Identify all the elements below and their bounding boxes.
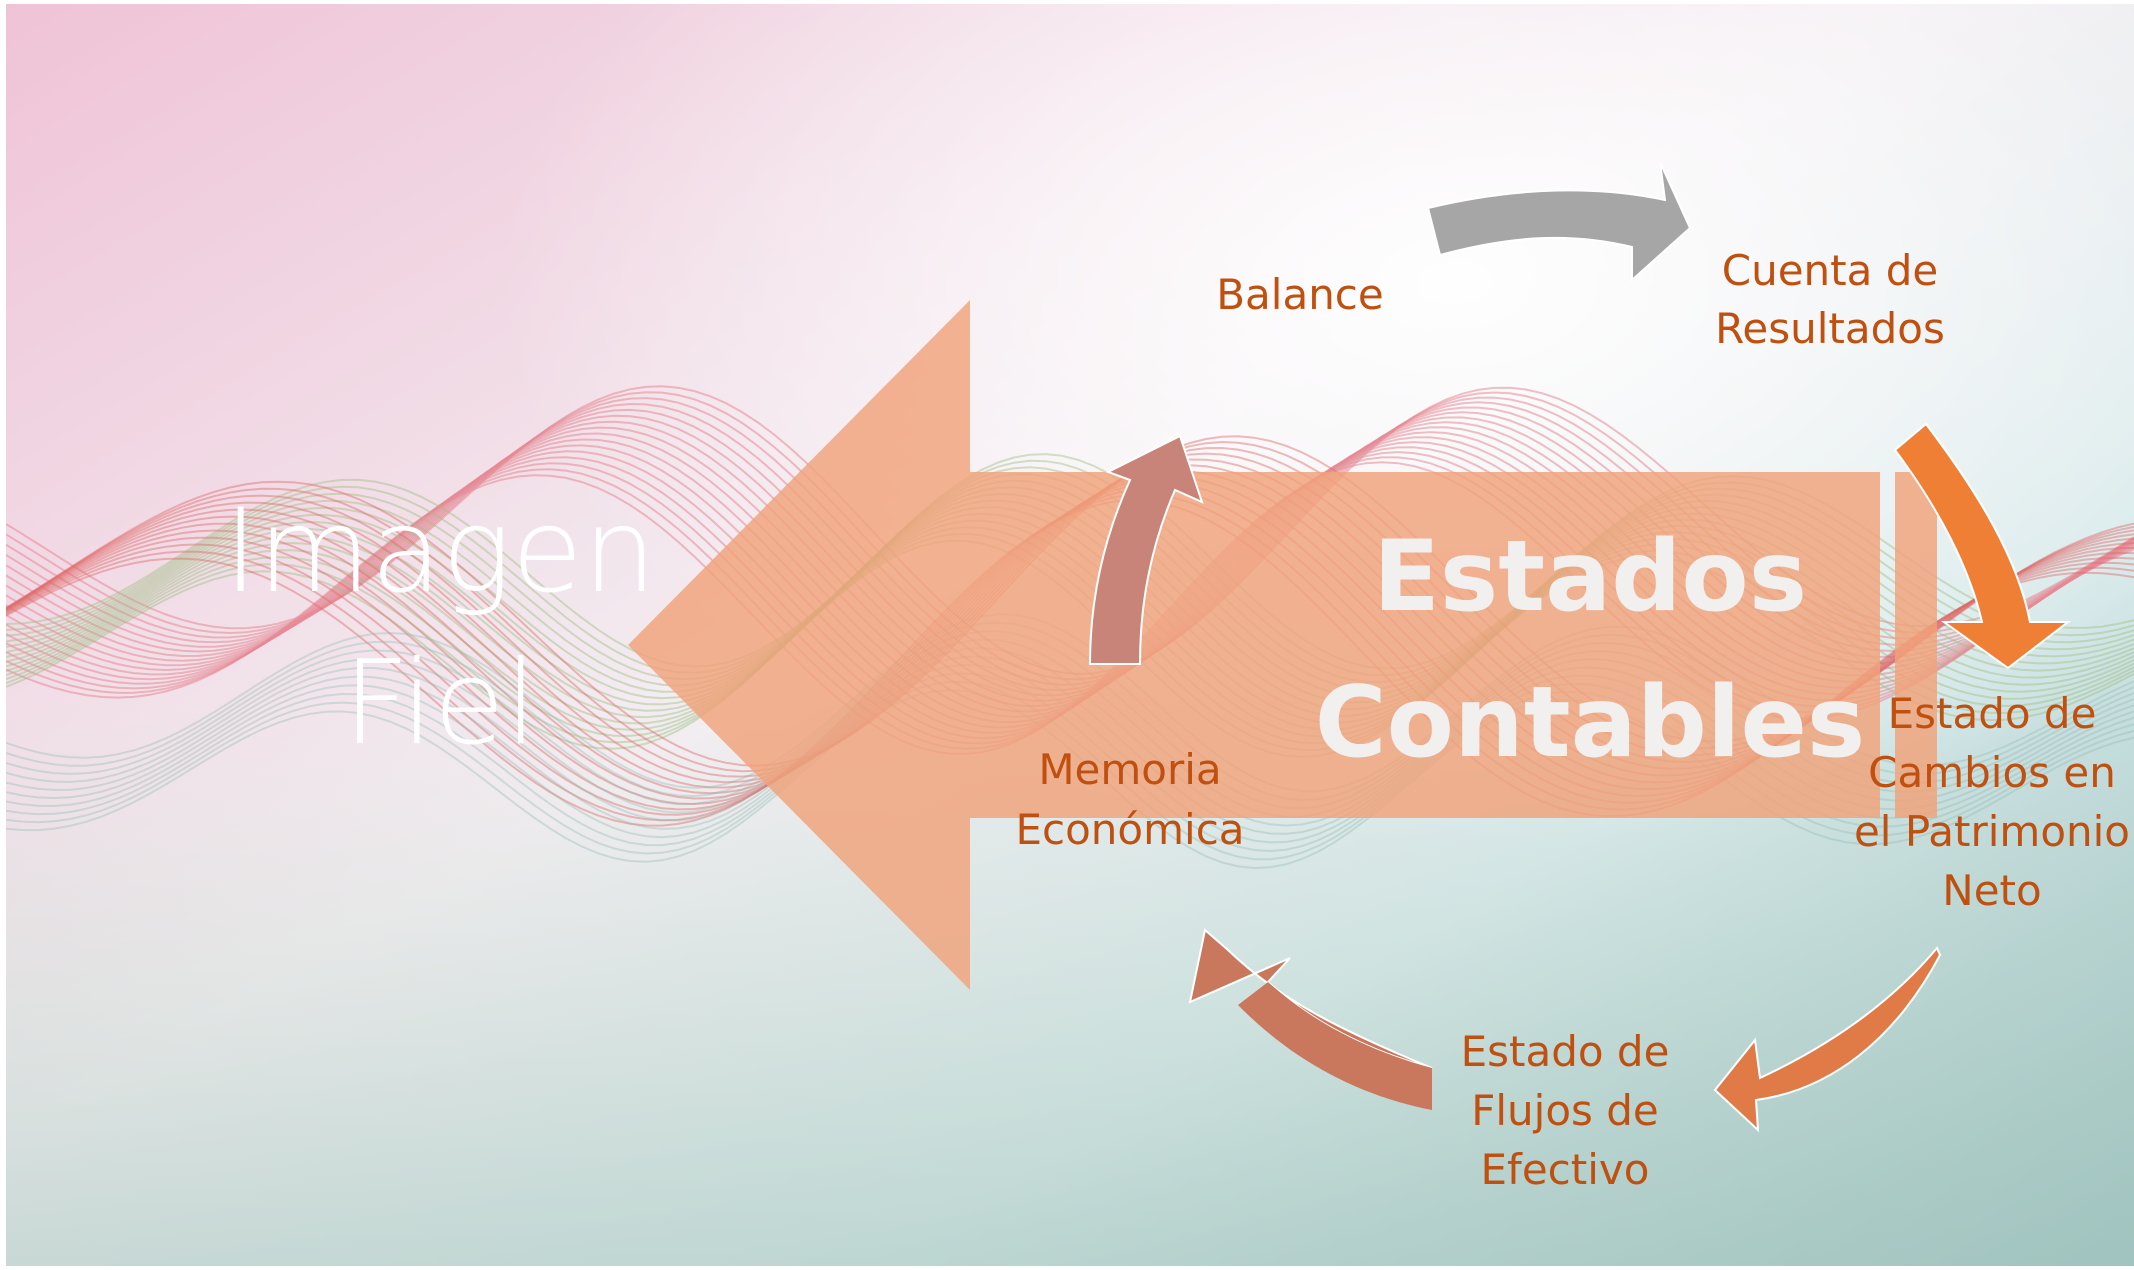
label-estado-flujos: Estado de Flujos de Efectivo: [1400, 1022, 1730, 1199]
label-cambios-line-4: Neto: [1942, 866, 2042, 915]
curved-arrow-icon: [1893, 422, 2071, 670]
curved-arrow-icon: [1088, 434, 1204, 665]
label-estado-cambios: Estado de Cambios en el Patrimonio Neto: [1826, 684, 2134, 920]
left-arrow-icon: [628, 300, 1880, 990]
label-cuenta-line-1: Cuenta de: [1721, 246, 1939, 295]
label-memoria-economica: Memoria Económica: [980, 740, 1280, 860]
center-estados-contables: Estados Contables: [1300, 504, 1880, 796]
center-line-2: Contables: [1314, 666, 1866, 780]
label-cuenta-resultados: Cuenta de Resultados: [1660, 242, 2000, 358]
curved-arrow-icon: [1713, 946, 1942, 1133]
title-line-1: Imagen: [223, 484, 657, 619]
label-memoria-line-1: Memoria: [1038, 745, 1222, 794]
label-flujos-line-1: Estado de: [1460, 1027, 1670, 1076]
center-line-1: Estados: [1372, 520, 1808, 634]
label-balance: Balance: [1180, 274, 1420, 316]
title-imagen-fiel: Imagen Fiel: [190, 476, 690, 780]
curved-arrow-icon-body: [1238, 982, 1432, 1110]
label-cambios-line-2: Cambios en: [1868, 748, 2116, 797]
label-flujos-line-3: Efectivo: [1480, 1145, 1650, 1194]
curved-arrow-icon: [1426, 161, 1692, 283]
label-cambios-line-3: el Patrimonio: [1853, 807, 2131, 856]
curved-arrow-icon: [1188, 928, 1433, 1069]
label-cuenta-line-2: Resultados: [1715, 304, 1945, 353]
arrow-stripe-icon: [1895, 472, 1937, 818]
label-cambios-line-1: Estado de: [1887, 689, 2097, 738]
label-balance-text: Balance: [1216, 270, 1384, 319]
title-line-2: Fiel: [342, 636, 538, 771]
label-flujos-line-2: Flujos de: [1471, 1086, 1659, 1135]
label-memoria-line-2: Económica: [1015, 805, 1245, 854]
